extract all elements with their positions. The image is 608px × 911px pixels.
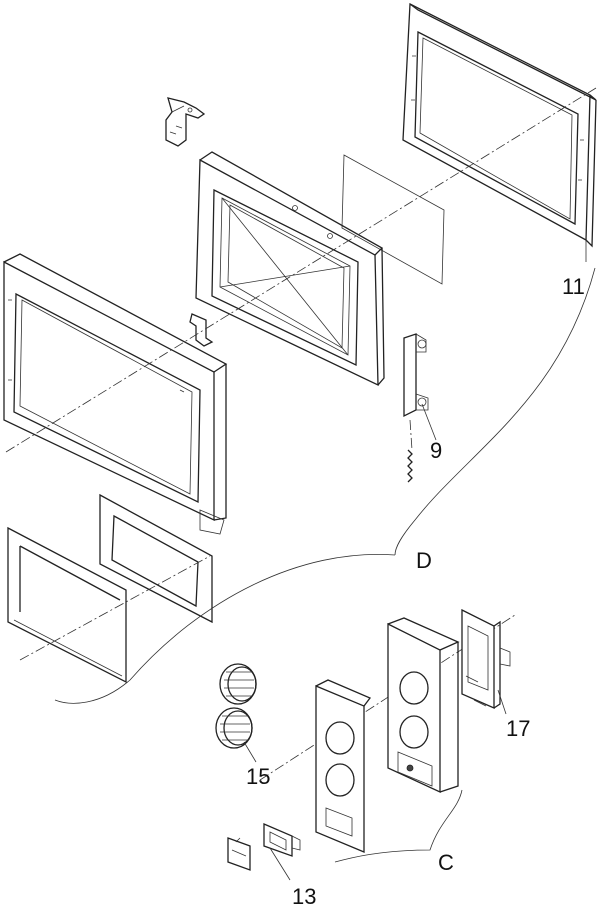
switch-plate-right [263,823,301,857]
control-board [461,608,511,709]
label-c: C [438,850,454,875]
control-panel-body [387,617,460,794]
door-choke-frame [3,253,228,535]
group-bracket-c [334,789,463,863]
knob-lower [215,707,253,749]
glass-pane [341,154,445,285]
latch-hook [403,333,429,483]
door-outer-panel [7,526,127,684]
label-13: 13 [292,884,316,909]
group-bracket-d [54,267,596,704]
label-17: 17 [506,716,530,741]
label-15: 15 [246,764,270,789]
control-panel-plate [315,679,372,853]
knob-upper [219,663,257,705]
switch-plate-left [227,837,251,871]
hinge-bracket-top [165,97,206,147]
door-window-screen [99,493,213,624]
label-9: 9 [430,438,442,463]
label-11: 11 [562,274,585,299]
leader-lines [243,240,587,881]
door-inner-panel [195,151,385,387]
label-d: D [416,548,432,573]
door-outer-frame [402,2,597,248]
hinge-bracket-mid [189,313,214,347]
